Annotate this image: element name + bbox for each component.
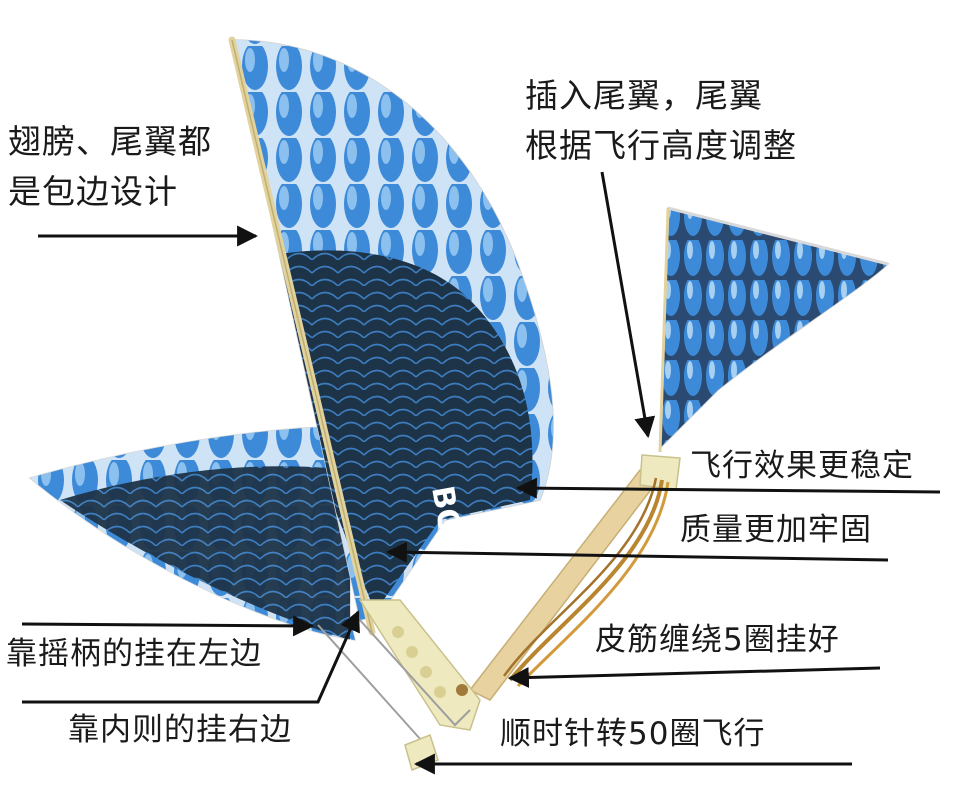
arrow-rubber — [507, 666, 881, 688]
pointer-lines — [21, 171, 941, 775]
wing-print: BO — [424, 483, 467, 537]
label-right-hook: 靠内则的挂右边 — [68, 712, 292, 748]
arrow-tail — [600, 171, 656, 439]
label-tail-line2: 根据飞行高度调整 — [525, 126, 797, 165]
label-wing-line2: 是包边设计 — [8, 172, 178, 211]
label-left-hook: 靠摇柄的挂在左边 — [6, 636, 262, 672]
label-rubber: 皮筋缠绕5圈挂好 — [595, 622, 840, 658]
arrow-stable — [515, 477, 941, 499]
label-clockwise: 顺时针转50圈飞行 — [500, 716, 766, 752]
arrow-right-hook — [22, 610, 360, 704]
left-wing — [28, 425, 356, 641]
arrow-quality — [385, 541, 889, 563]
arrow-left-hook — [21, 615, 315, 637]
label-wing-line1: 翅膀、尾翼都 — [8, 122, 212, 161]
label-tail-line1: 插入尾翼，尾翼 — [525, 76, 763, 115]
label-quality: 质量更加牢固 — [680, 512, 872, 548]
label-stable: 飞行效果更稳定 — [690, 448, 914, 484]
tail-wing — [658, 206, 890, 453]
